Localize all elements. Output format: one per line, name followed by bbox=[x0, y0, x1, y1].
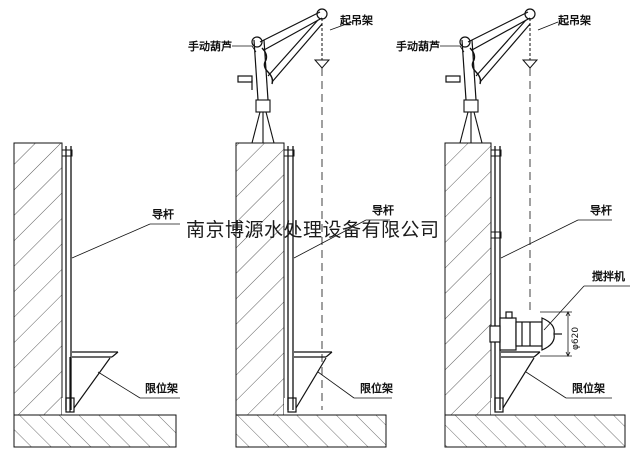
mixer-3 bbox=[489, 311, 562, 351]
hook-2 bbox=[313, 59, 331, 69]
label-hand-hoist-3: 手动葫芦 bbox=[396, 39, 440, 53]
label-diameter: φ620 bbox=[571, 327, 581, 350]
wall-2 bbox=[235, 142, 285, 416]
label-lifting-frame-2: 起吊架 bbox=[339, 13, 373, 27]
wall-3 bbox=[444, 142, 492, 416]
label-lifting-frame-3: 起吊架 bbox=[557, 13, 591, 27]
limit-frame-2 bbox=[287, 351, 333, 413]
lifting-frame-2 bbox=[237, 8, 328, 101]
panel-2: 手动葫芦 起吊架 导杆 限位架 bbox=[188, 8, 394, 448]
panel-3: φ620 手动葫芦 起吊架 导杆 搅拌机 限位架 bbox=[396, 8, 630, 448]
watermark-company-name: 南京博源水处理设备有限公司 bbox=[186, 219, 440, 241]
hoist-chain-2 bbox=[261, 47, 274, 85]
floor-2 bbox=[235, 414, 387, 448]
label-hand-hoist-2: 手动葫芦 bbox=[188, 39, 232, 53]
label-guide-rod-1: 导杆 bbox=[152, 207, 174, 221]
label-limit-frame-2: 限位架 bbox=[360, 381, 393, 395]
label-guide-rod-2: 导杆 bbox=[372, 203, 394, 217]
floor-3 bbox=[444, 414, 626, 448]
label-limit-frame-1: 限位架 bbox=[145, 381, 178, 395]
label-limit-frame-3: 限位架 bbox=[572, 381, 605, 395]
dimension-mixer bbox=[540, 311, 572, 357]
limit-frame-1 bbox=[65, 351, 119, 413]
limit-frame-3 bbox=[494, 351, 541, 413]
label-guide-rod-3: 导杆 bbox=[590, 203, 612, 217]
crane-base-3 bbox=[456, 99, 486, 144]
wall-1 bbox=[13, 142, 63, 416]
hook-3 bbox=[521, 59, 539, 69]
crane-base-2 bbox=[248, 99, 278, 144]
label-mixer: 搅拌机 bbox=[592, 269, 625, 283]
panel-1: 导杆 限位架 bbox=[13, 142, 180, 448]
hoist-chain-3 bbox=[469, 47, 482, 85]
lifting-frame-3 bbox=[445, 8, 536, 101]
floor-1 bbox=[13, 414, 177, 448]
